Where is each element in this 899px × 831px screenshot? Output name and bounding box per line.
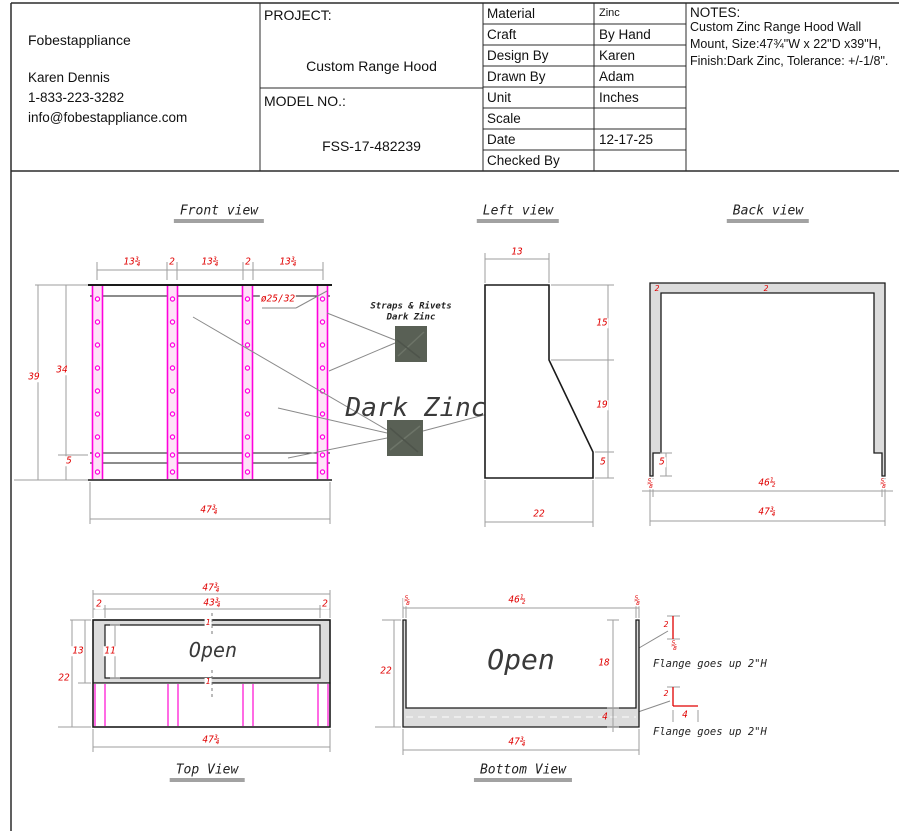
dim-front-rivet-dia: ø25/32 [259, 293, 297, 305]
front-straps [91, 286, 329, 479]
dim-left-depth: 22 [532, 508, 546, 520]
dim-left-hem: 5 [599, 456, 607, 468]
top-view-straps [94, 684, 329, 726]
dim-back-flange-top: 2 [763, 284, 769, 293]
dim-flange2-v: 2 [662, 689, 670, 698]
dim-top-edge-l: 2 [95, 598, 103, 610]
dim-front-seg4: 2 [244, 256, 252, 268]
flange-detail-profiles [672, 616, 698, 707]
dim-flange1-v: 2 [662, 620, 670, 629]
front-rivets [94, 296, 326, 475]
back-view-title: Back view [726, 204, 810, 223]
model-label: MODEL NO.: [264, 93, 346, 109]
dim-top-lip-bottom: 1 [204, 677, 212, 686]
dim-front-height-upper: 34 [55, 364, 69, 376]
dim-top-edge-r: 2 [321, 598, 329, 610]
leader-lines [192, 290, 671, 713]
title-block-borders [10, 2, 899, 831]
spec-label-craft: Craft [487, 27, 517, 42]
dim-back-leg: 5 [658, 456, 666, 468]
dim-top-inner-width: 43¾ [202, 597, 222, 609]
dim-left-upper: 15 [595, 317, 609, 329]
dim-bottom-strip: 4 [602, 711, 608, 723]
dim-bottom-edge-l: ⅝ [403, 595, 411, 607]
dim-bottom-width: 47¾ [507, 736, 527, 748]
dim-top-width-bottom: 47¾ [201, 734, 221, 746]
dim-front-seg1: 13¾ [122, 256, 142, 268]
bottom-dim-lines [375, 598, 699, 755]
zinc-swatches [387, 326, 427, 456]
dim-back-inner-w: 46½ [757, 477, 777, 489]
dim-bottom-inner-w: 46½ [507, 594, 527, 606]
left-dim-lines [484, 253, 614, 527]
spec-label-scale: Scale [487, 111, 521, 126]
spec-value-date: 12-17-25 [599, 132, 654, 147]
spec-label-date: Date [487, 132, 516, 147]
flange-note-1: Flange goes up 2"H [653, 658, 767, 670]
spec-value-unit: Inches [599, 90, 639, 105]
strap-note-line2: Dark Zinc [386, 312, 436, 323]
project-label: PROJECT: [264, 7, 332, 23]
notes-label: NOTES: [690, 5, 741, 20]
dim-front-seg5: 13¾ [278, 256, 298, 268]
dim-top-lip-top: 1 [204, 618, 212, 627]
strap-note-line1: Straps & Rivets [370, 301, 452, 312]
back-view-outline [649, 282, 886, 477]
dim-left-top: 13 [510, 246, 524, 258]
spec-value-checked-by [599, 150, 683, 171]
dim-top-inner-depth: 11 [103, 645, 117, 657]
front-panel-lines [88, 284, 332, 481]
dim-left-slope: 19 [595, 399, 609, 411]
dim-top-width: 47¾ [201, 582, 221, 594]
left-view-outline [484, 284, 594, 479]
title-block-grid [259, 3, 687, 171]
spec-label-design-by: Design By [487, 48, 549, 63]
dim-bottom-edge-r: ⅝ [633, 595, 641, 607]
dim-front-height: 39 [27, 371, 41, 383]
dim-front-hem: 5 [65, 455, 73, 467]
notes-text: Custom Zinc Range Hood Wall Mount, Size:… [690, 20, 889, 68]
spec-value-craft: By Hand [599, 27, 651, 42]
spec-label-drawn-by: Drawn By [487, 69, 546, 84]
dim-back-flange-side: 2 [654, 284, 660, 293]
front-dim-lines [14, 262, 331, 524]
spec-value-drawn-by: Adam [599, 69, 635, 84]
top-open-label: Open [188, 638, 238, 662]
company-phone: 1-833-223-3282 [28, 90, 125, 105]
left-view-title: Left view [476, 204, 560, 223]
flange-note-2: Flange goes up 2"H [653, 726, 767, 738]
dim-back-edge-r: ⅝ [879, 478, 887, 490]
finish-label: Dark Zinc [345, 393, 487, 423]
dim-bottom-depth: 22 [379, 665, 393, 677]
top-dim-lines [58, 590, 331, 752]
dim-top-depth: 22 [57, 672, 71, 684]
company-name: Fobestappliance [28, 32, 131, 48]
dim-bottom-open-depth: 18 [597, 657, 611, 669]
bottom-view-title: Bottom View [473, 763, 573, 782]
spec-value-material: Zinc [599, 7, 620, 19]
spec-label-checked-by: Checked By [487, 153, 560, 168]
top-view-title: Top View [169, 763, 245, 782]
dim-flange2-h: 4 [681, 709, 689, 721]
dim-front-seg2: 2 [168, 256, 176, 268]
model-value: FSS-17-482239 [322, 138, 421, 154]
front-view-title: Front view [173, 204, 265, 223]
spec-label-unit: Unit [487, 90, 512, 105]
dim-back-edge-l: ⅝ [646, 478, 654, 490]
dim-front-seg3: 13¾ [200, 256, 220, 268]
bottom-open-label: Open [487, 643, 555, 676]
dim-back-width: 47¾ [757, 506, 777, 518]
spec-label-material: Material [487, 6, 536, 21]
project-value: Custom Range Hood [306, 58, 437, 74]
company-contact: Karen Dennis [28, 70, 110, 85]
dim-flange1-h: ⅝ [670, 640, 678, 652]
spec-value-design-by: Karen [599, 48, 636, 63]
dim-front-width: 47¾ [199, 504, 219, 516]
dim-top-frame-depth: 13 [71, 645, 85, 657]
spec-value-scale [599, 108, 683, 129]
company-email: info@fobestappliance.com [28, 110, 188, 125]
